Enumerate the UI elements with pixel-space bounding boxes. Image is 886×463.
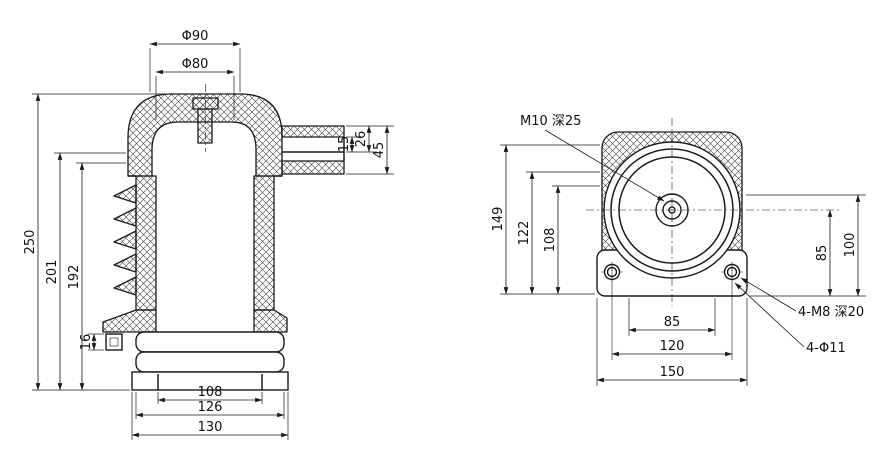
right-view-front: M10 深25 85 100 149 122 108 bbox=[491, 114, 866, 386]
arm-top-wall bbox=[281, 125, 345, 138]
body-left-wall bbox=[135, 175, 157, 311]
dim-phi90-text: Φ90 bbox=[182, 29, 209, 44]
fin bbox=[113, 184, 137, 204]
dim-250-text: 250 bbox=[23, 230, 38, 255]
skirt-terminal-box bbox=[105, 333, 123, 351]
arm-bottom-wall bbox=[281, 160, 345, 175]
thread-ring-2 bbox=[135, 351, 285, 373]
dim-16: 16 bbox=[79, 333, 104, 351]
dim-149-text: 149 bbox=[491, 207, 506, 232]
thread-ring-1 bbox=[135, 331, 285, 353]
dim-bottom-widths: 108 126 130 bbox=[131, 385, 289, 440]
corner-thread-label: 4-M8 深20 bbox=[798, 305, 864, 320]
fin bbox=[113, 276, 137, 296]
dim-150-text: 150 bbox=[660, 365, 685, 380]
dim-100-text: 100 bbox=[843, 233, 858, 258]
dim-108v-text: 108 bbox=[543, 228, 558, 253]
callout-center-thread: M10 深25 bbox=[520, 114, 665, 202]
dim-26-text: 26 bbox=[354, 131, 369, 148]
terminal-stud-shaft bbox=[197, 108, 213, 144]
dim-bottom-widths-front: 85 120 150 bbox=[596, 262, 748, 386]
dim-phi80-text: Φ80 bbox=[182, 57, 209, 72]
dim-phi90: Φ90 bbox=[149, 29, 241, 92]
dim-16-text: 16 bbox=[79, 334, 94, 351]
dim-left-heights: 250 201 192 bbox=[23, 93, 170, 391]
dim-126-text: 126 bbox=[198, 400, 223, 415]
dim-130-text: 130 bbox=[198, 420, 223, 435]
dim-85b-text: 85 bbox=[664, 315, 681, 330]
bottom-skirt-left bbox=[102, 309, 157, 333]
left-view-side-section: Φ90 Φ80 15 26 45 bbox=[23, 29, 394, 440]
skirt-terminal-box-inner bbox=[109, 337, 119, 347]
dim-left-heights-front: 149 122 108 bbox=[491, 144, 600, 295]
dim-122-text: 122 bbox=[517, 221, 532, 246]
dim-108-text: 108 bbox=[198, 385, 223, 400]
callout-through-hole: 4-Φ11 bbox=[734, 282, 846, 356]
dim-right-heights: 85 100 bbox=[746, 194, 866, 297]
dim-arm-heights: 15 26 45 bbox=[337, 125, 394, 175]
center-thread-label: M10 深25 bbox=[520, 114, 581, 129]
through-hole-label: 4-Φ11 bbox=[806, 341, 846, 356]
dim-45-text: 45 bbox=[372, 142, 387, 159]
body-right-wall bbox=[253, 175, 275, 311]
dim-85v-text: 85 bbox=[815, 245, 830, 262]
dim-120-text: 120 bbox=[660, 339, 685, 354]
callout-corner-thread: 4-M8 深20 bbox=[740, 277, 864, 320]
fin bbox=[113, 230, 137, 250]
bottom-flange bbox=[131, 371, 289, 391]
bottom-skirt-right bbox=[253, 309, 288, 333]
dim-201-text: 201 bbox=[45, 260, 60, 285]
fin bbox=[113, 253, 137, 273]
cooling-fins bbox=[113, 184, 137, 296]
fin bbox=[113, 207, 137, 227]
dim-15-text: 15 bbox=[337, 136, 352, 153]
dim-192-text: 192 bbox=[67, 265, 82, 290]
dim-phi80: Φ80 bbox=[155, 57, 235, 120]
